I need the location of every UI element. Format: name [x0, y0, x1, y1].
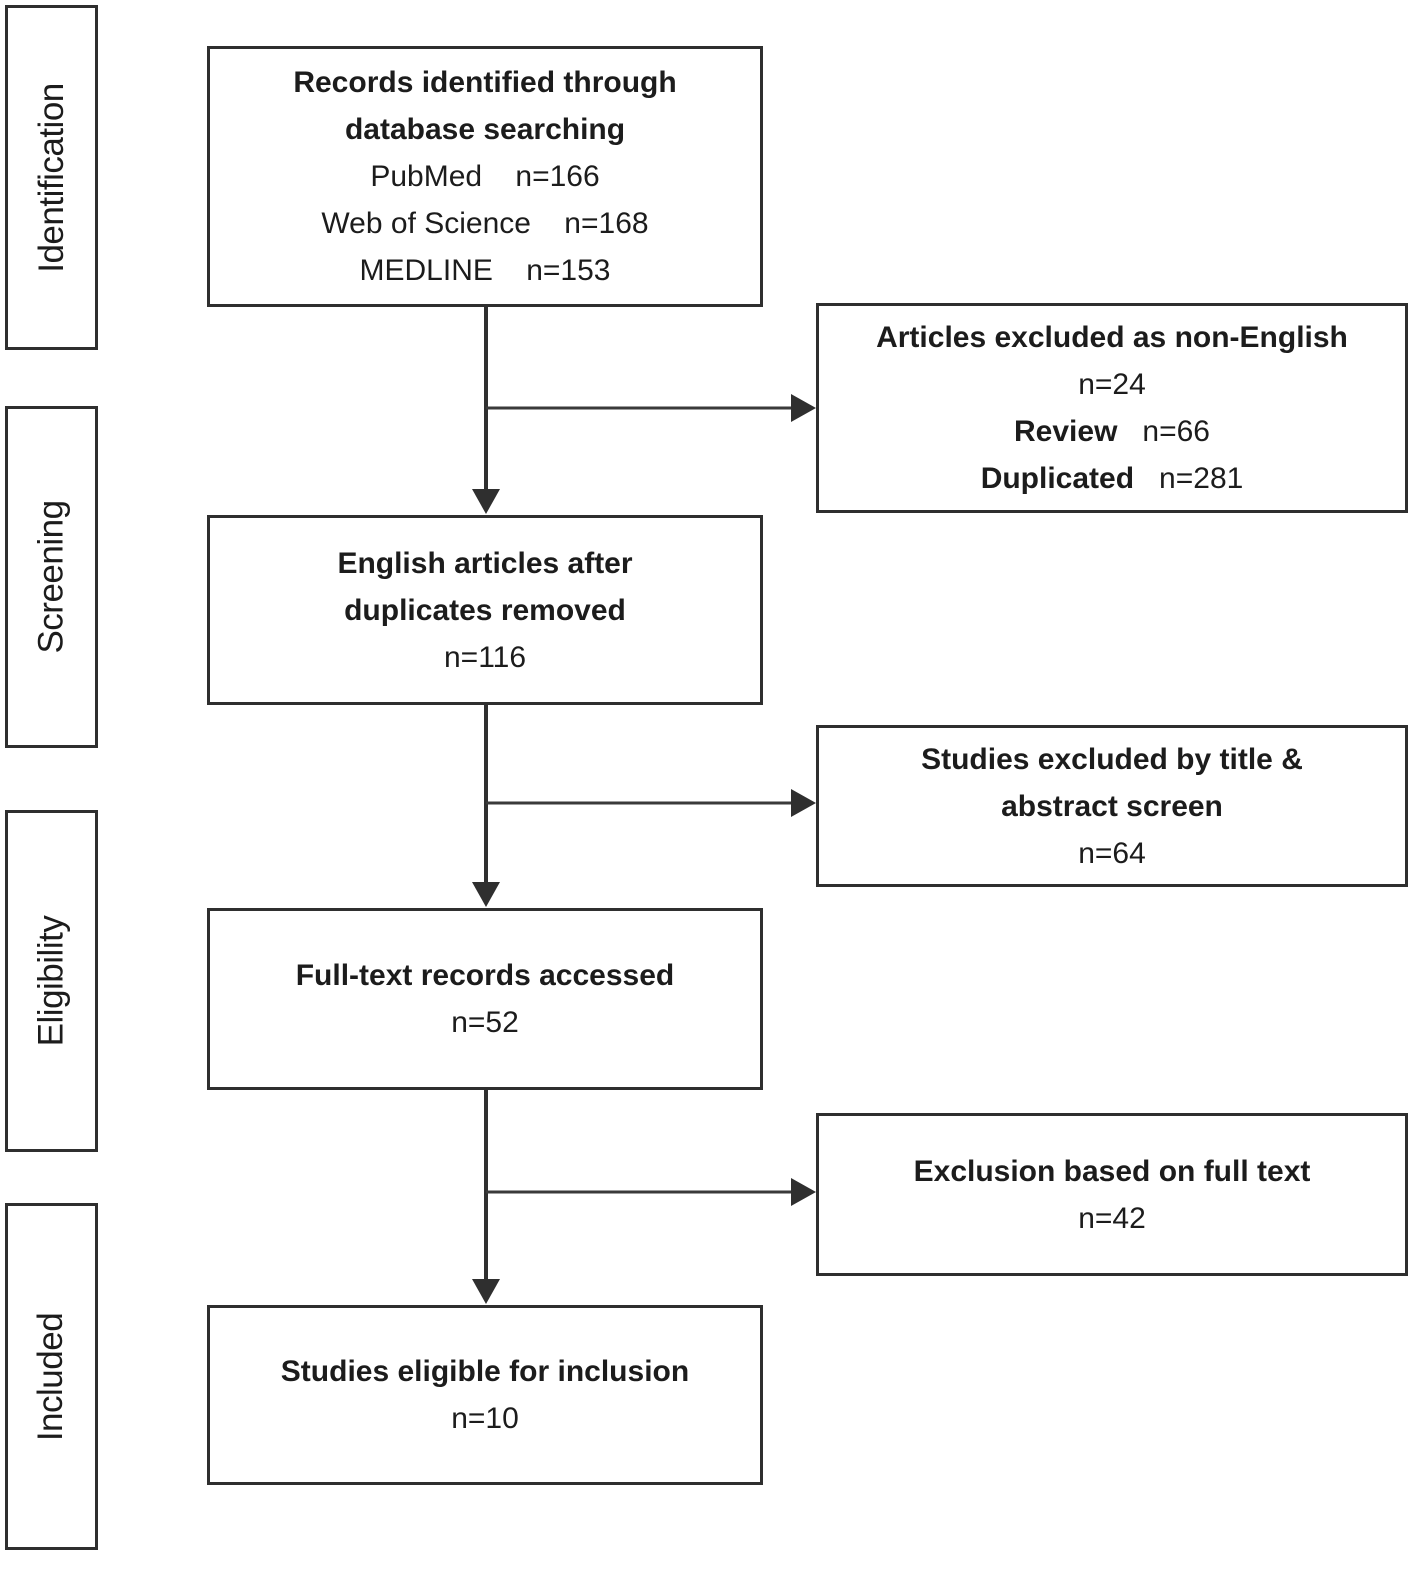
stage-label-included: Included [31, 1312, 71, 1441]
box-text-line: duplicates removed [344, 593, 626, 627]
box-text-line: Exclusion based on full text [913, 1154, 1311, 1188]
box-text-line: Studies eligible for inclusion [280, 1355, 690, 1388]
box-text-line: n=52 [451, 1006, 519, 1039]
arrow-english-to-fulltext [472, 705, 500, 907]
box-text-line: Records identified through [293, 66, 677, 99]
box-text-line: Web of Science n=168 [321, 207, 649, 240]
arrow-to-excluded-title-abstract [486, 789, 816, 817]
box-text-line: Studies excluded by title & [921, 742, 1303, 776]
stage-label-identification: Identification [31, 82, 71, 273]
box-text-line: MEDLINE n=153 [359, 254, 611, 287]
excluded-non-english-box: Articles excluded as non-English n=24 Re… [816, 303, 1408, 513]
excluded-full-text-box: Exclusion based on full text n=42 [816, 1113, 1408, 1276]
excluded-title-abstract-box: Studies excluded by title & abstract scr… [816, 725, 1408, 887]
box-text-line: Review n=66 [1014, 415, 1210, 448]
box-text-line: Duplicated n=281 [980, 462, 1244, 495]
box-text-line: PubMed n=166 [370, 160, 600, 193]
arrow-to-excluded-non-english [486, 394, 816, 422]
full-text-accessed-box: Full-text records accessed n=52 [207, 908, 763, 1090]
box-text-line: n=42 [1078, 1201, 1146, 1235]
box-text-line: Articles excluded as non-English [876, 321, 1348, 354]
arrow-records-to-english [472, 307, 500, 514]
eligible-for-inclusion-box: Studies eligible for inclusion n=10 [207, 1305, 763, 1485]
stage-label-screening: Screening [31, 500, 71, 654]
box-text-line: n=64 [1078, 836, 1146, 870]
stage-box-eligibility: Eligibility [5, 810, 98, 1152]
stage-label-eligibility: Eligibility [31, 915, 71, 1047]
box-text-line: Full-text records accessed [295, 959, 675, 992]
records-identified-box: Records identified through database sear… [207, 46, 763, 307]
box-text-line: abstract screen [1001, 789, 1223, 823]
english-articles-box: English articles after duplicates remove… [207, 515, 763, 705]
box-text-line: n=24 [1078, 368, 1146, 401]
arrow-to-excluded-full-text [486, 1178, 816, 1206]
box-text-line: n=10 [451, 1402, 519, 1435]
box-text-line: database searching [344, 113, 626, 146]
box-text-line: n=116 [443, 640, 527, 674]
stage-box-identification: Identification [5, 5, 98, 350]
arrow-fulltext-to-eligible [472, 1090, 500, 1304]
box-text-line: English articles after [337, 546, 633, 580]
stage-box-included: Included [5, 1203, 98, 1550]
stage-box-screening: Screening [5, 406, 98, 748]
